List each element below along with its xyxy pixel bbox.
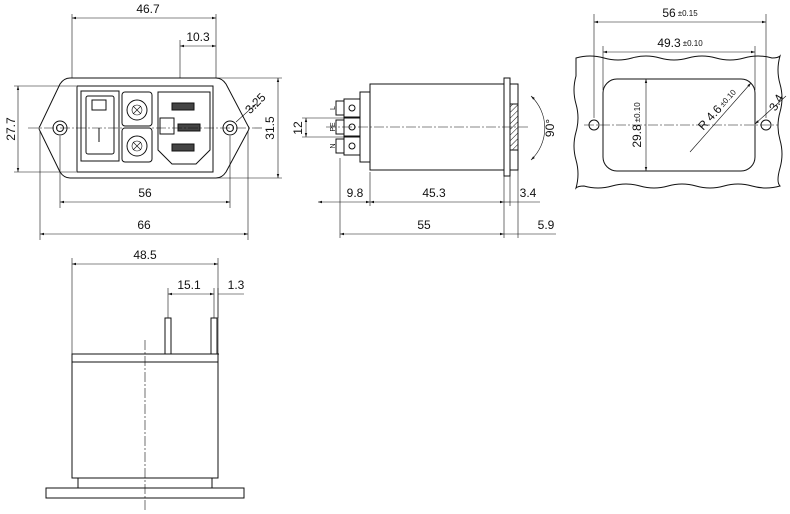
- fuse-holder-bottom: [121, 127, 153, 163]
- dim-height-right: 31.5: [263, 116, 277, 140]
- dim-hole-diameter: 3.4: [766, 92, 787, 114]
- dim-hole-spacing: 56: [138, 186, 152, 200]
- panel-outline: [573, 54, 783, 190]
- dim-terminal-length: 9.8: [347, 186, 364, 200]
- switch-indicator: [91, 99, 107, 111]
- dim-cutout-hole-spacing: 56±0.15: [662, 6, 698, 20]
- switch-frame: [80, 90, 120, 162]
- dim-top-width: 46.7: [136, 2, 160, 16]
- panel-lower: [509, 149, 519, 171]
- dim-overall-length: 55: [417, 218, 431, 232]
- pin-left: [164, 317, 172, 355]
- dim-cutout-width: 49.3±0.10: [657, 36, 703, 50]
- terminal-stub-n: [335, 138, 345, 154]
- dim-corner-radius: R 4.6±0.10: [695, 86, 740, 133]
- dim-angle: 90°: [543, 119, 557, 137]
- terminal-label-l: L: [330, 106, 337, 110]
- dim-body-length: 45.3: [422, 186, 446, 200]
- pin-right: [210, 317, 218, 355]
- bottom-view: 48.5 15.1 1.3: [45, 248, 245, 510]
- dim-pin-width: 1.3: [228, 278, 245, 292]
- dim-height-left: 27.7: [4, 117, 18, 141]
- iec-inlet: [157, 91, 211, 165]
- front-body: [76, 85, 214, 173]
- front-view: 46.7 10.3 27.7 31.5 3.25 56 66: [4, 2, 282, 240]
- terminal-stub-l: [335, 100, 345, 116]
- dim-panel-thickness: 5.9: [538, 218, 555, 232]
- side-view: L PE N 90° 12 9.8 45.3 3.4: [291, 77, 557, 238]
- power-switch: [85, 95, 115, 155]
- dim-offset: 10.3: [186, 30, 210, 44]
- dim-flange: 3.4: [520, 186, 537, 200]
- panel-upper: [509, 83, 519, 105]
- angle-arc: [530, 95, 546, 161]
- dim-terminal-pitch: 12: [291, 121, 305, 135]
- terminal-l: [343, 98, 361, 118]
- terminal-n: [343, 136, 361, 156]
- terminal-label-n: N: [330, 143, 337, 148]
- dim-cutout-height: 29.8±0.10: [630, 102, 644, 148]
- panel-cutout-view: 56±0.15 49.3±0.10 29.8±0.10 R 4.6±0.10 3…: [573, 6, 787, 190]
- fuse-holder-top: [121, 91, 153, 127]
- dim-pin-spacing: 15.1: [177, 278, 201, 292]
- dim-overall-width: 66: [137, 218, 151, 232]
- dim-bottom-width: 48.5: [133, 248, 157, 262]
